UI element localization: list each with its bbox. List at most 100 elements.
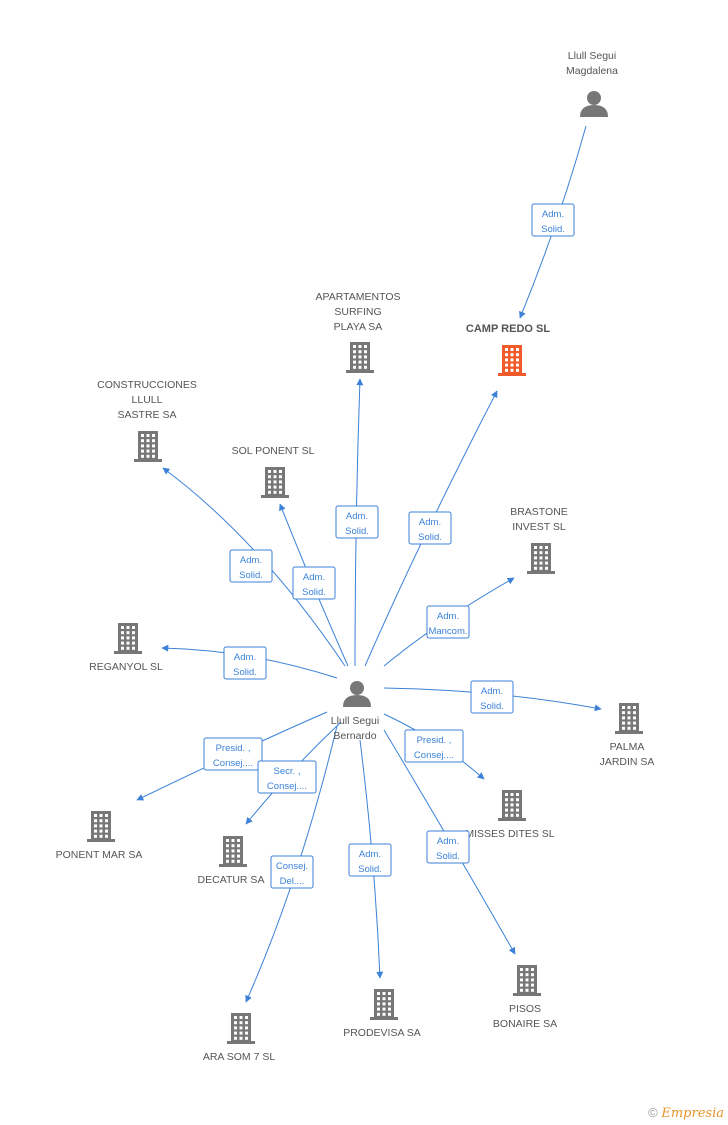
edge-label-bernardo-to-sol_ponent[interactable]: Adm.Solid. [292, 566, 336, 600]
building-icon [370, 989, 398, 1020]
node-apartamentos[interactable]: APARTAMENTOS SURFING PLAYA SA [316, 291, 401, 373]
edge-label-text: Adm. [419, 517, 441, 528]
node-label: PISOS [509, 1003, 541, 1015]
building-icon [87, 811, 115, 842]
edge-label-bernardo-to-brastone[interactable]: Adm. Mancom. [426, 605, 470, 639]
edge-label-text: Adm. [481, 686, 503, 697]
edge-label-box [203, 737, 263, 771]
edge-label-bernardo-to-construcciones[interactable]: Adm.Solid. [229, 549, 273, 583]
node-label: PALMA [610, 741, 645, 753]
node-label: Llull Segui [331, 715, 379, 727]
building-icon [527, 543, 555, 574]
edge-label-text: Solid. [541, 224, 565, 235]
node-label: SURFING [334, 306, 381, 318]
edge-label-box [229, 549, 273, 583]
node-label: BRASTONE [510, 506, 568, 518]
edge-label-box [404, 729, 464, 763]
node-reganyol[interactable]: REGANYOL SL [89, 623, 163, 673]
node-sol_ponent[interactable]: SOL PONENT SL [232, 445, 315, 498]
edge-label-bernardo-to-pisos[interactable]: Adm.Solid. [426, 830, 470, 864]
edge-label-text: Adm. [542, 209, 564, 220]
node-label: REGANYOL SL [89, 661, 163, 673]
building-icon [346, 342, 374, 373]
edge-label-text: Consej. [276, 861, 308, 872]
edge-label-box [470, 680, 514, 714]
edge-label-text: Solid. [302, 587, 326, 598]
node-label: Magdalena [566, 65, 618, 77]
node-label: SOL PONENT SL [232, 445, 315, 457]
building-icon [498, 790, 526, 821]
edge-label-text: Adm. [346, 511, 368, 522]
node-label: LLULL [132, 394, 163, 406]
node-label: PONENT MAR SA [56, 849, 143, 861]
edge-label-box [348, 843, 392, 877]
node-label: CAMP REDO SL [466, 323, 550, 335]
edge-label-text: Solid. [345, 526, 369, 537]
edge-label-text: Solid. [233, 667, 257, 678]
node-label: PRODEVISA SA [343, 1027, 421, 1039]
empresia-watermark: © Empresia [648, 1105, 724, 1121]
edge-label-text: Consej.... [267, 781, 307, 792]
node-palma[interactable]: PALMA JARDIN SA [600, 703, 655, 768]
node-ponent_mar[interactable]: PONENT MAR SA [56, 811, 143, 861]
edge-label-box [292, 566, 336, 600]
edge-label-magdalena-to-camp_redo[interactable]: Adm. Solid. [531, 203, 575, 237]
edge-label-text: Consej.... [414, 750, 454, 761]
edge-label-box [408, 511, 452, 545]
edge-label-text: Mancom. [428, 626, 467, 637]
edge-label-bernardo-to-misses[interactable]: Presid. , Consej.... [404, 729, 464, 763]
node-label: SASTRE SA [118, 409, 177, 421]
edge-label-bernardo-to-apartamentos[interactable]: Adm. Solid. [335, 505, 379, 539]
building-icon [134, 431, 162, 462]
edge-label-bernardo-to-palma[interactable]: Adm. Solid. [470, 680, 514, 714]
node-label: DECATUR SA [198, 874, 265, 886]
edge-label-box [531, 203, 575, 237]
node-ara_som[interactable]: ARA SOM 7 SL [203, 1013, 276, 1063]
node-label: APARTAMENTOS [316, 291, 401, 303]
building-icon [261, 467, 289, 498]
edge-label-bernardo-to-camp_redo[interactable]: Adm.Solid. [408, 511, 452, 545]
node-label: Llull Segui [568, 50, 616, 62]
person-icon [343, 681, 371, 707]
edge-label-text: Adm. [437, 836, 459, 847]
node-label: ARA SOM 7 SL [203, 1051, 276, 1063]
edge-label-text: Consej.... [213, 758, 253, 769]
edge-label-text: Solid. [480, 701, 504, 712]
edge-label-text: Secr. , [274, 766, 301, 777]
edge-label-box [426, 830, 470, 864]
brand-logo: Empresia [661, 1106, 724, 1121]
node-misses[interactable]: MISSES DITES SL [465, 790, 555, 840]
edge-label-text: Adm. [437, 611, 459, 622]
node-camp_redo[interactable]: CAMP REDO SL [466, 323, 550, 376]
node-label: JARDIN SA [600, 756, 655, 768]
edge-label-box [257, 760, 317, 794]
edge-label-text: Presid. , [216, 743, 251, 754]
edge-label-box [270, 855, 314, 889]
node-pisos[interactable]: PISOS BONAIRE SA [493, 965, 557, 1030]
edge-label-bernardo-to-reganyol[interactable]: Adm.Solid. [223, 646, 267, 680]
edge-label-text: Presid. , [417, 735, 452, 746]
node-label: CONSTRUCCIONES [97, 379, 197, 391]
copyright-icon: © [648, 1105, 658, 1120]
edge-label-box [223, 646, 267, 680]
edge-label-bernardo-to-decatur[interactable]: Secr. , Consej.... [257, 760, 317, 794]
edge-label-text: Solid. [239, 570, 263, 581]
edge-label-bernardo-to-ara_som[interactable]: Consej.Del.... [270, 855, 314, 889]
node-prodevisa[interactable]: PRODEVISA SA [343, 989, 421, 1039]
node-construcciones[interactable]: CONSTRUCCIONES LLULL SASTRE SA [97, 379, 197, 462]
building-icon [114, 623, 142, 654]
edge-label-text: Adm. [359, 849, 381, 860]
node-decatur[interactable]: DECATUR SA [198, 836, 265, 886]
edge-label-bernardo-to-prodevisa[interactable]: Adm. Solid. [348, 843, 392, 877]
edge-label-bernardo-to-ponent_mar[interactable]: Presid. , Consej.... [203, 737, 263, 771]
building-icon [615, 703, 643, 734]
edge-label-box [426, 605, 470, 639]
node-label: PLAYA SA [334, 321, 383, 333]
edge-label-text: Solid. [358, 864, 382, 875]
person-icon [580, 91, 608, 117]
node-label: BONAIRE SA [493, 1018, 557, 1030]
